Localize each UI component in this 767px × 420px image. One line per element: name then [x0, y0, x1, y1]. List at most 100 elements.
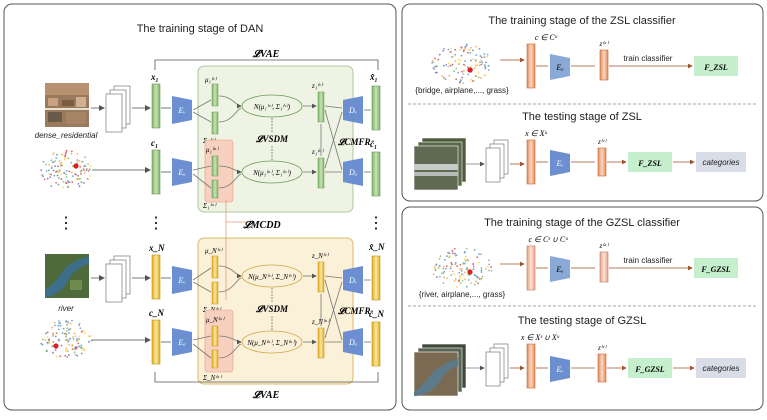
cloud-point	[465, 44, 468, 46]
cloud-point	[52, 351, 54, 354]
cloud-point	[65, 330, 68, 332]
arrow-mu-N1v	[218, 95, 242, 109]
cloud-point	[438, 257, 441, 260]
cloud-point	[486, 265, 489, 268]
cloud-point	[87, 178, 89, 181]
cloud-point	[60, 178, 63, 181]
gzsl-test-classifier-label: F_GZSL	[634, 365, 664, 374]
zsl-train-encoder	[550, 54, 570, 80]
cloud-point	[459, 268, 461, 270]
arrow-z1a-dv	[324, 111, 343, 169]
feature-xN	[151, 254, 161, 300]
cloud-point	[42, 175, 44, 178]
cloud-point	[54, 324, 56, 327]
cloud-point	[52, 151, 55, 154]
zsl-test-output	[696, 152, 746, 172]
cloud-point	[52, 153, 54, 156]
loss-cmfr-top: 𝓛CMFR	[337, 137, 371, 147]
cloud-point	[47, 169, 50, 172]
cloud-point	[433, 266, 436, 268]
cloud-point	[76, 354, 79, 357]
cloud-point	[83, 329, 85, 332]
zsl-train-classifier-label: F_ZSL	[703, 63, 728, 72]
cloud-point	[58, 320, 60, 322]
cloud-point	[465, 268, 468, 271]
cloud-point	[54, 165, 56, 168]
cloud-point	[60, 161, 63, 164]
cloud-point	[450, 51, 452, 53]
cloud-point	[484, 56, 487, 58]
cloud-point	[71, 319, 73, 322]
label-N1v: N(μ₁⁽ᵛ⁾, Σ₁⁽ᵛ⁾)	[253, 103, 291, 111]
arrow-ev-mu	[192, 99, 212, 111]
cloud-point	[75, 173, 78, 176]
loss-vsdm-top: 𝓛VSDM	[255, 134, 289, 144]
cloud-point	[89, 175, 91, 177]
cloud-point	[71, 181, 74, 183]
cloud-point	[48, 341, 50, 344]
cloud-point	[73, 351, 76, 354]
cloud-point	[65, 151, 67, 154]
cloud-point	[463, 49, 465, 52]
cloud-point	[465, 247, 468, 250]
image-label-river: river	[58, 304, 74, 313]
cloud-point	[74, 347, 76, 350]
cloud-point	[479, 278, 482, 281]
cloud-point	[48, 163, 50, 166]
cloud-point	[458, 274, 461, 277]
cloud-point	[66, 327, 69, 330]
cloud-point	[78, 322, 81, 325]
cloud-point	[60, 173, 63, 176]
cloud-point	[70, 161, 73, 164]
cloud-point	[77, 183, 80, 185]
cloud-point	[77, 174, 80, 177]
cloud-point	[74, 353, 77, 356]
cloud-point	[57, 165, 59, 168]
cloud-point	[41, 174, 44, 177]
cloud-point	[474, 75, 477, 77]
cloud-point	[459, 277, 461, 279]
label-NNa: N(μ_N⁽ᵃ⁾, Σ_N⁽ᵃ⁾)	[246, 339, 297, 347]
arrow-ev-sig	[192, 111, 212, 123]
feature-x1-hat	[371, 85, 381, 131]
cloud-point	[461, 267, 463, 270]
cloud-point	[443, 276, 446, 279]
cloud-point	[438, 267, 441, 270]
cloud-point	[462, 82, 465, 85]
cloud-point	[432, 61, 435, 64]
cloud-point	[490, 266, 492, 268]
cloud-point	[450, 262, 453, 264]
cloud-point	[485, 61, 487, 64]
cloud-point	[59, 322, 61, 324]
cloud-point	[65, 170, 68, 172]
cloud-point	[89, 335, 91, 338]
cloud-point	[80, 169, 83, 172]
cloud-point	[466, 267, 469, 269]
cloud-point	[463, 258, 466, 261]
cloud-point	[480, 253, 482, 256]
cloud-point	[45, 170, 48, 172]
cloud-point	[474, 59, 477, 61]
cloud-point	[78, 338, 81, 340]
label-z1v: z₁⁽ᵛ⁾	[311, 82, 324, 90]
cloud-point	[454, 48, 457, 51]
cloud-point	[448, 252, 451, 255]
feature-x1	[151, 83, 161, 129]
cloud-point	[465, 255, 467, 258]
zsl-test-encoder	[550, 150, 570, 176]
cloud-point	[454, 252, 456, 255]
cloud-point	[484, 74, 486, 77]
label-ea-1: Eₐ	[177, 168, 186, 177]
cloud-point	[486, 55, 489, 58]
cloud-point	[83, 182, 85, 184]
cloud-point	[465, 45, 467, 48]
cloud-point	[46, 336, 49, 338]
cloud-point	[55, 332, 58, 334]
cloud-point	[76, 159, 79, 161]
cloud-point	[467, 49, 470, 51]
cloud-point	[477, 261, 480, 264]
cloud-point	[467, 66, 469, 68]
cloud-point	[70, 150, 73, 153]
cloud-point	[477, 71, 480, 74]
